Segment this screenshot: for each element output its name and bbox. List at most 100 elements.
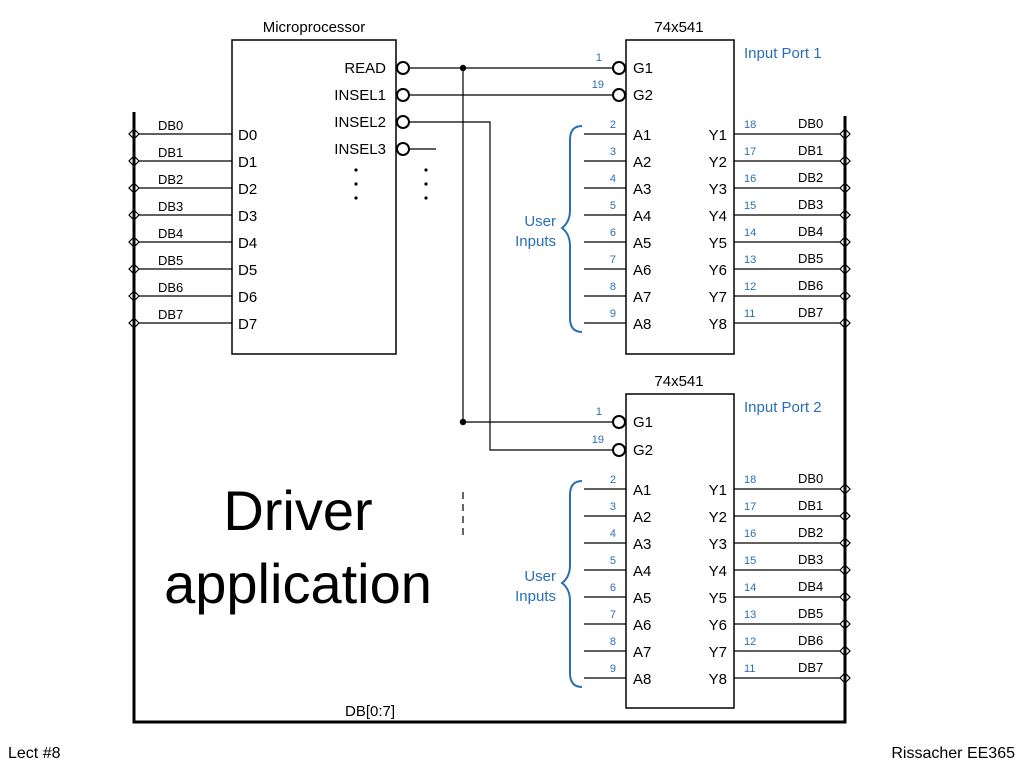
port1-pinnum-y4: 15 [744, 200, 756, 212]
port1-bus-db6: DB6 [798, 278, 823, 293]
port2-pinnum-y5: 14 [744, 582, 756, 594]
port2-pin-y7: Y7 [709, 644, 727, 661]
port2-pinnum-y3: 16 [744, 528, 756, 540]
port1-pinnum-y6: 13 [744, 254, 756, 266]
port2-pinnum-a5: 6 [610, 582, 616, 594]
port1-pin-y6: Y6 [709, 262, 727, 279]
port1-pinnum-g1: 1 [596, 52, 602, 64]
port2-pin-y5: Y5 [709, 590, 727, 607]
port2-user-inputs-label-2: Inputs [515, 588, 556, 605]
port2-pinnum-y4: 15 [744, 555, 756, 567]
port1-bus-db2: DB2 [798, 170, 823, 185]
port2-pin-g2: G2 [633, 442, 653, 459]
read-inversion-bubble [396, 61, 410, 75]
port1-pin-g2: G2 [633, 87, 653, 104]
port2-pinnum-a4: 5 [610, 555, 616, 567]
port2-user-inputs-label-1: User [524, 568, 556, 585]
port1-pinnum-y1: 18 [744, 119, 756, 131]
port1-pin-y8: Y8 [709, 316, 727, 333]
bus-line-label-db6: DB6 [158, 280, 183, 295]
port2-pinnum-a3: 4 [610, 528, 616, 540]
port2-pinnum-a8: 9 [610, 663, 616, 675]
insel2-inversion-bubble [396, 115, 410, 129]
port1-pinnum-a7: 8 [610, 281, 616, 293]
port1-pinnum-a5: 6 [610, 227, 616, 239]
port2-chip-label: 74x541 [654, 373, 703, 390]
port1-pin-a2: A2 [633, 154, 651, 171]
caption-line-2: application [164, 552, 432, 615]
port1-pin-a6: A6 [633, 262, 651, 279]
port2-pinnum-a7: 8 [610, 636, 616, 648]
port2-bus-db5: DB5 [798, 606, 823, 621]
port2-pin-y4: Y4 [709, 563, 727, 580]
port2-pin-a6: A6 [633, 617, 651, 634]
port2-pin-a8: A8 [633, 671, 651, 688]
microprocessor-title: Microprocessor [263, 19, 366, 36]
footer-course: Rissacher EE365 [891, 745, 1015, 762]
port2-pinnum-y8: 11 [744, 663, 755, 675]
port2-pinnum-g1: 1 [596, 406, 602, 418]
port1-pin-y4: Y4 [709, 208, 727, 225]
bus-label: DB[0:7] [345, 703, 395, 720]
port2-pinnum-a6: 7 [610, 609, 616, 621]
port2-pin-a2: A2 [633, 509, 651, 526]
bus-line-label-db2: DB2 [158, 172, 183, 187]
port1-pinnum-y7: 12 [744, 281, 756, 293]
microprocessor-data-pins: D0 D1 D2 D3 D4 D5 D6 D7 DB0 DB1 DB2 DB3 … [128, 118, 257, 333]
port2-pinnum-g2: 19 [592, 434, 604, 446]
port1-chip-label: 74x541 [654, 19, 703, 36]
pin-d1: D1 [238, 154, 257, 171]
port2-name: Input Port 2 [744, 399, 822, 416]
port1-pin-a5: A5 [633, 235, 651, 252]
control-wiring [409, 64, 612, 540]
caption-line-1: Driver [223, 479, 372, 542]
port1-pinnum-a1: 2 [610, 119, 616, 131]
port1-pin-a1: A1 [633, 127, 651, 144]
port1-bus-db7: DB7 [798, 305, 823, 320]
port2-pin-y1: Y1 [709, 482, 727, 499]
port2-pinnum-y6: 13 [744, 609, 756, 621]
footer-lecture: Lect #8 [8, 745, 61, 762]
port2-bus-db7: DB7 [798, 660, 823, 675]
pin-d2: D2 [238, 181, 257, 198]
port1-pinnum-a6: 7 [610, 254, 616, 266]
port2-chip-box [625, 393, 735, 709]
port1-bus-db5: DB5 [798, 251, 823, 266]
port1-pin-a7: A7 [633, 289, 651, 306]
port2-bus-db4: DB4 [798, 579, 823, 594]
port1-bus-db1: DB1 [798, 143, 823, 158]
port2-pin-a1: A1 [633, 482, 651, 499]
port2-bus-db0: DB0 [798, 471, 823, 486]
port2-pin-y8: Y8 [709, 671, 727, 688]
pin-d6: D6 [238, 289, 257, 306]
port2-bus-db6: DB6 [798, 633, 823, 648]
port1-pinnum-a3: 4 [610, 173, 616, 185]
port1-pinnum-a8: 9 [610, 308, 616, 320]
output-label-insel3: INSEL3 [334, 141, 386, 158]
port1-pinnum-a4: 5 [610, 200, 616, 212]
bus-line-label-db3: DB3 [158, 199, 183, 214]
port1-bus-db4: DB4 [798, 224, 823, 239]
port1-pin-a3: A3 [633, 181, 651, 198]
port1-user-inputs-label-1: User [524, 213, 556, 230]
port1-pin-y3: Y3 [709, 181, 727, 198]
port1-pinnum-a2: 3 [610, 146, 616, 158]
insel1-inversion-bubble [396, 88, 410, 102]
port2-pin-g1: G1 [633, 414, 653, 431]
microprocessor-box [231, 39, 397, 355]
bus-line-label-db7: DB7 [158, 307, 183, 322]
output-label-insel2: INSEL2 [334, 114, 386, 131]
port1-pinnum-y2: 17 [744, 146, 756, 158]
port2-pinnum-y7: 12 [744, 636, 756, 648]
port2-pinnum-a2: 3 [610, 501, 616, 513]
port2-pin-a5: A5 [633, 590, 651, 607]
port1-bus-db3: DB3 [798, 197, 823, 212]
port2-bus-db3: DB3 [798, 552, 823, 567]
port1-chip-box [625, 39, 735, 355]
port2-pin-y3: Y3 [709, 536, 727, 553]
port1-pin-y7: Y7 [709, 289, 727, 306]
output-label-insel1: INSEL1 [334, 87, 386, 104]
pin-d5: D5 [238, 262, 257, 279]
port1-pinnum-g2: 19 [592, 79, 604, 91]
